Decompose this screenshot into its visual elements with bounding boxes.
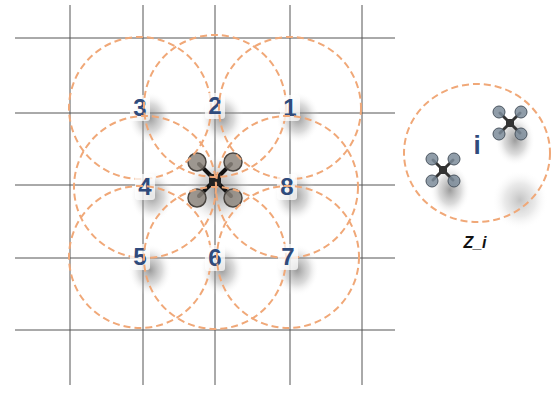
drone-small-right: [493, 106, 527, 140]
callout-number: 2: [205, 93, 224, 119]
neighbor-cell: 4: [73, 115, 217, 259]
callout-number: 6: [205, 245, 224, 271]
callout-number: 5: [130, 244, 149, 270]
neighbor-cell: 7: [216, 185, 360, 329]
neighbor-cell: 6: [143, 186, 287, 330]
neighbor-cell: 2: [143, 34, 287, 178]
neighbor-cell: 5: [68, 185, 212, 329]
cluster-index: i: [473, 132, 480, 158]
cluster-ellipse: iZ_i: [403, 83, 551, 223]
neighbor-cell: 1: [218, 36, 362, 180]
drone-small-left: [426, 153, 460, 187]
cluster-label: Z_i: [463, 235, 486, 251]
shadow-blobs: [128, 92, 548, 296]
neighbor-cell: 3: [68, 36, 212, 180]
grid-lines: [15, 5, 395, 385]
callout-number: 7: [278, 244, 297, 270]
